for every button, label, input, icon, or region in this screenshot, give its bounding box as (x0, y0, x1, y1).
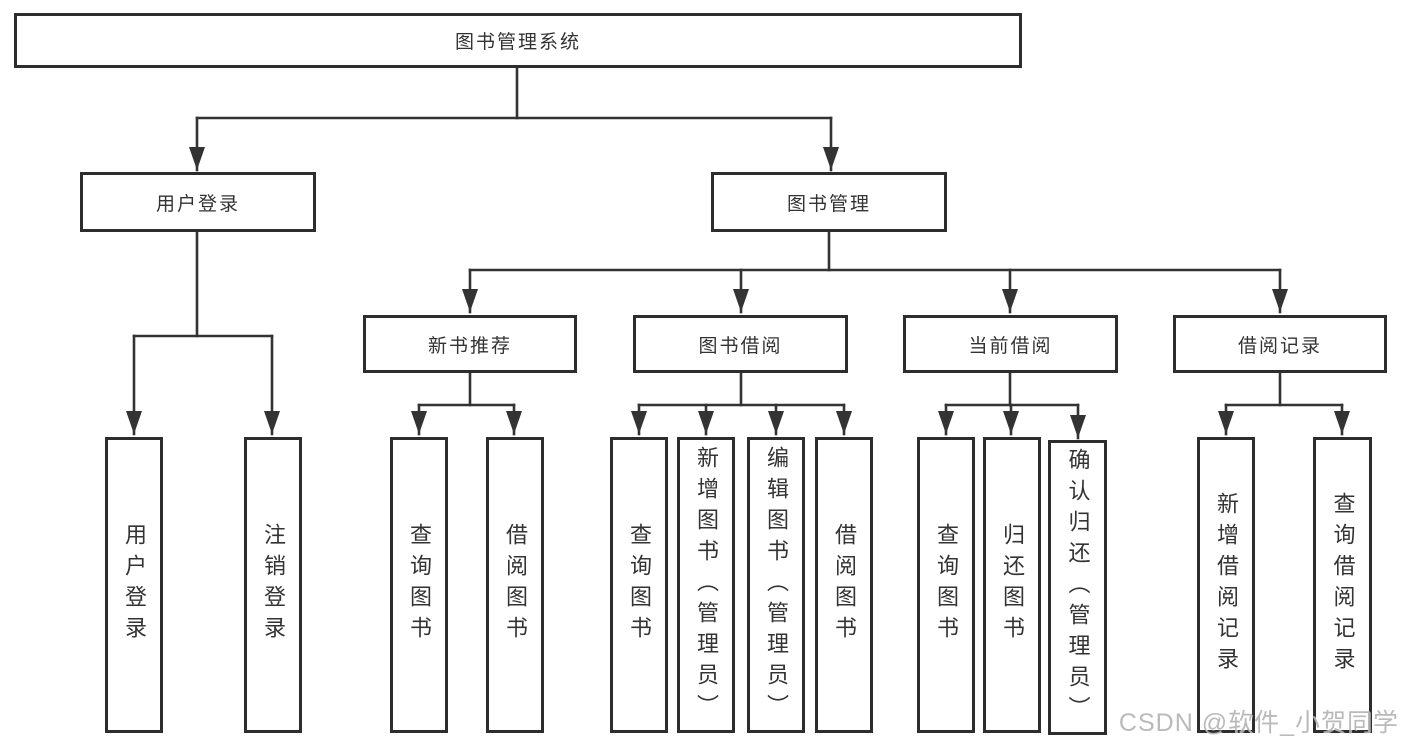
leaf-label: 查询图书 (627, 523, 652, 647)
leaf-query-books-borrowing: 查询图书 (610, 437, 668, 733)
leaf-query-borrow-record: 查询借阅记录 (1313, 437, 1372, 733)
leaf-label: 注销登录 (261, 523, 286, 647)
leaf-label: 编辑图书（管理员） (764, 445, 789, 725)
leaf-add-book-admin: 新增图书（管理员） (677, 437, 735, 733)
leaf-edit-book-admin: 编辑图书（管理员） (747, 437, 805, 733)
node-user-login: 用户登录 (80, 172, 316, 232)
leaf-add-borrow-record: 新增借阅记录 (1197, 437, 1255, 733)
node-library-system: 图书管理系统 (14, 13, 1022, 68)
csdn-watermark: CSDN @软件_小贺同学 (1118, 709, 1399, 737)
leaf-label: 新增借阅记录 (1214, 492, 1239, 678)
node-new-book-recommend: 新书推荐 (363, 315, 577, 373)
leaf-logout: 注销登录 (244, 437, 302, 733)
leaf-borrow-books-recommend: 借阅图书 (486, 437, 544, 733)
leaf-return-book: 归还图书 (983, 437, 1041, 733)
node-book-borrowing: 图书借阅 (633, 315, 848, 373)
leaf-label: 借阅图书 (503, 523, 528, 647)
node-current-borrowing: 当前借阅 (903, 315, 1118, 373)
leaf-query-books-current: 查询图书 (917, 437, 975, 733)
leaf-user-login: 用户登录 (105, 437, 163, 733)
leaf-label: 确认归还（管理员） (1065, 448, 1091, 727)
leaf-label: 新增图书（管理员） (694, 445, 719, 725)
leaf-query-books-recommend: 查询图书 (390, 437, 448, 733)
leaf-label: 查询图书 (934, 523, 959, 647)
node-borrowing-records: 借阅记录 (1173, 315, 1387, 373)
leaf-confirm-return-admin: 确认归还（管理员） (1048, 440, 1107, 735)
leaf-label: 查询借阅记录 (1330, 492, 1356, 678)
leaf-label: 借阅图书 (832, 523, 857, 647)
node-book-management: 图书管理 (711, 172, 947, 232)
leaf-label: 查询图书 (407, 523, 432, 647)
leaf-label: 用户登录 (122, 523, 147, 647)
leaf-label: 归还图书 (1000, 523, 1025, 647)
leaf-borrow-books-borrowing: 借阅图书 (815, 437, 873, 733)
